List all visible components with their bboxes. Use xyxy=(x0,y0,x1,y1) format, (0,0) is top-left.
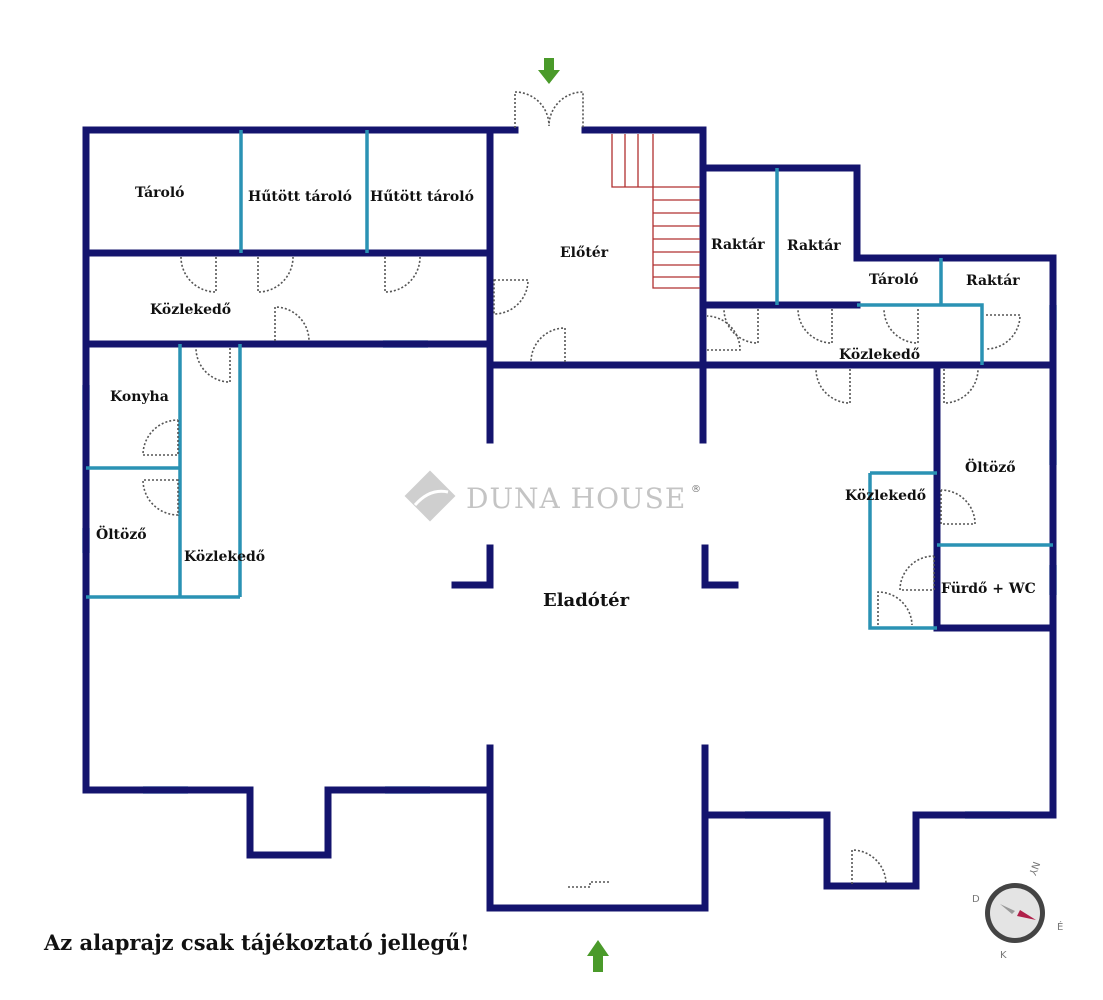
compass-icon: NY D K É xyxy=(972,860,1063,961)
arrow-up-icon xyxy=(587,940,609,972)
svg-text:Fürdő + WC: Fürdő + WC xyxy=(941,581,1036,597)
svg-text:Eladótér: Eladótér xyxy=(543,590,630,611)
svg-text:Előtér: Előtér xyxy=(560,245,609,261)
svg-text:Tároló: Tároló xyxy=(135,185,185,201)
svg-text:É: É xyxy=(1057,920,1063,933)
svg-text:Közlekedő: Közlekedő xyxy=(150,302,231,318)
svg-text:Közlekedő: Közlekedő xyxy=(845,488,926,504)
disclaimer-note: Az alaprajz csak tájékoztató jellegű! xyxy=(44,930,470,955)
svg-text:Öltöző: Öltöző xyxy=(965,457,1016,476)
svg-text:D: D xyxy=(972,894,980,905)
doors xyxy=(142,91,1021,888)
partitions xyxy=(86,130,1053,630)
svg-text:DUNA HOUSE: DUNA HOUSE xyxy=(466,482,686,515)
svg-text:Közlekedő: Közlekedő xyxy=(839,347,920,363)
svg-text:Raktár: Raktár xyxy=(787,238,841,254)
room-labels: Tároló Hűtött tároló Hűtött tároló Előté… xyxy=(96,185,1036,611)
svg-text:Raktár: Raktár xyxy=(966,273,1020,289)
svg-text:K: K xyxy=(1000,950,1007,961)
svg-text:NY: NY xyxy=(1026,860,1041,877)
stairs xyxy=(611,134,700,289)
svg-text:Hűtött tároló: Hűtött tároló xyxy=(248,189,352,205)
svg-text:Tároló: Tároló xyxy=(869,272,919,288)
svg-text:Közlekedő: Közlekedő xyxy=(184,549,265,565)
svg-text:®: ® xyxy=(691,484,701,495)
svg-text:Öltöző: Öltöző xyxy=(96,524,147,543)
svg-text:Hűtött tároló: Hűtött tároló xyxy=(370,189,474,205)
svg-text:Konyha: Konyha xyxy=(110,389,169,405)
outer-wall xyxy=(82,126,1057,912)
arrow-down-icon xyxy=(538,58,560,84)
logo: DUNA HOUSE ® xyxy=(404,470,701,522)
svg-text:Raktár: Raktár xyxy=(711,237,765,253)
